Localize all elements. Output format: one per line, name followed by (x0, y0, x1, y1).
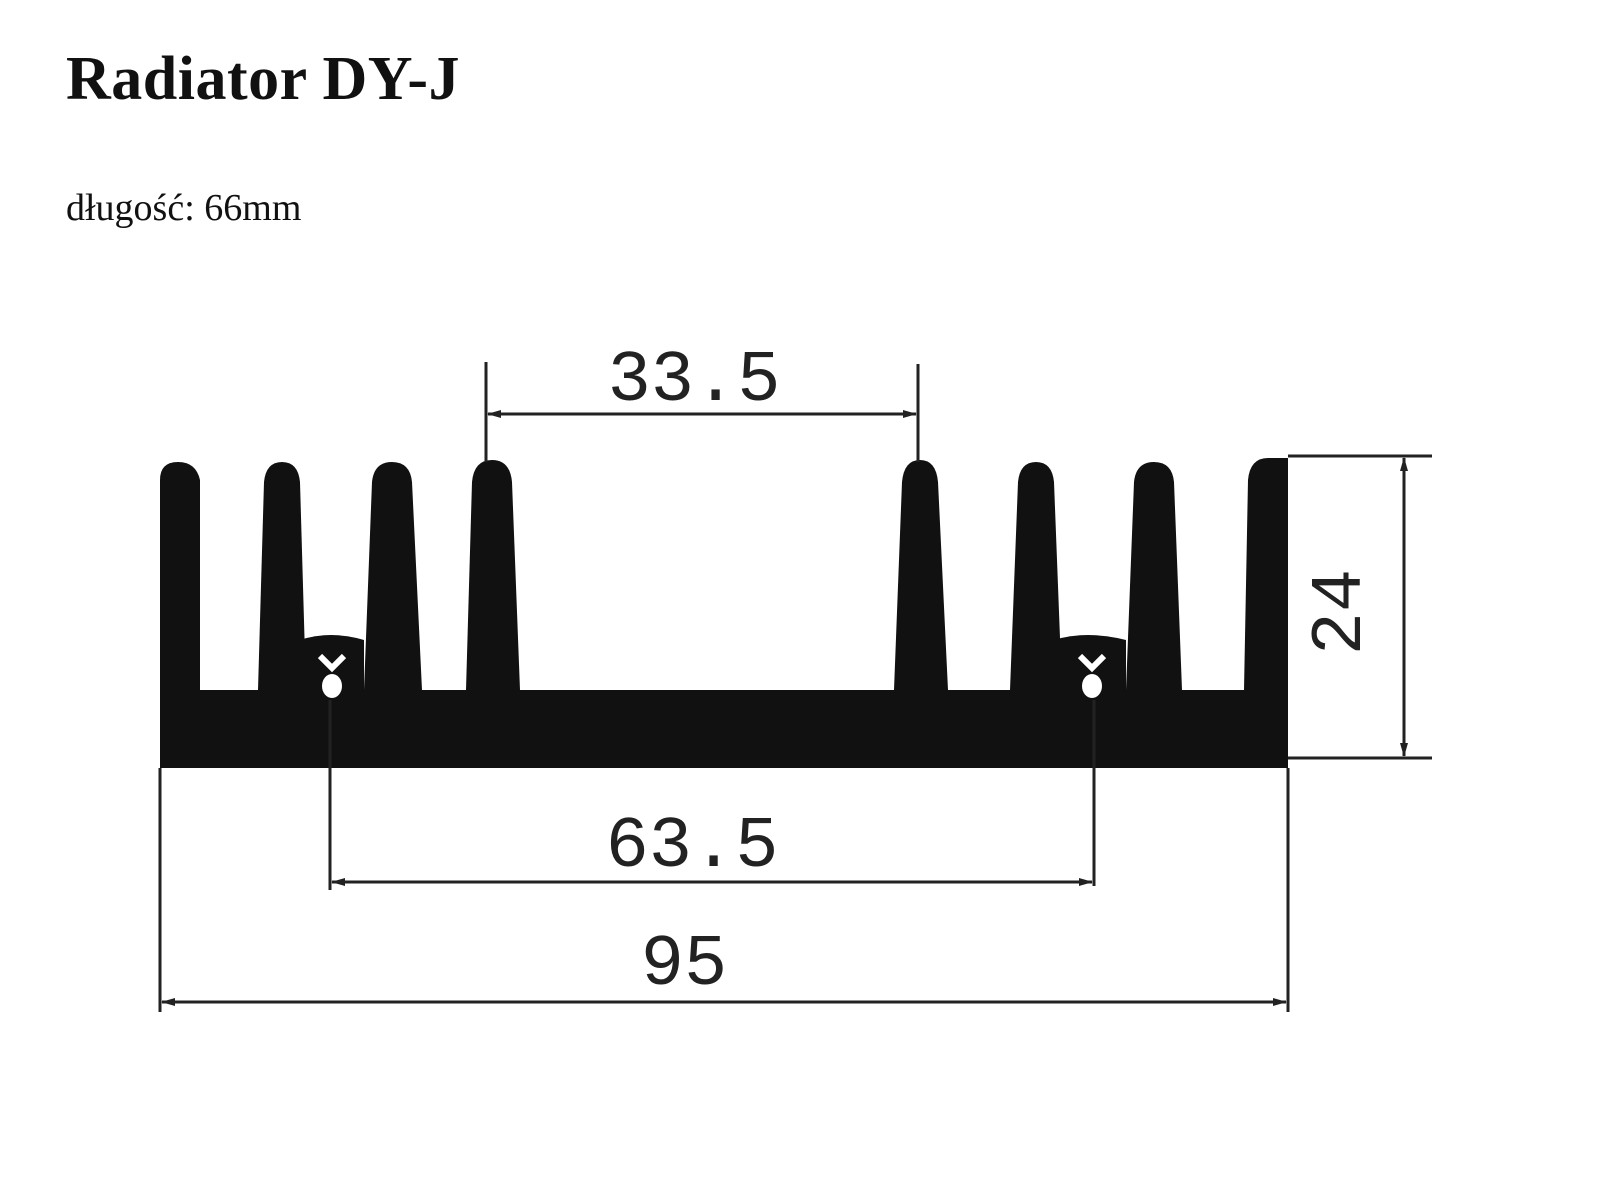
dimension-total-width (158, 768, 1290, 1012)
heatsink-profile (160, 458, 1288, 768)
mount-hole-left (317, 653, 347, 698)
length-label: długość: 66mm (66, 187, 302, 229)
dimension-height-label: 24 (1300, 569, 1382, 655)
dimension-hole-spacing-label: 63.5 (606, 806, 779, 888)
dimension-top-gap (484, 362, 920, 462)
dimension-total-width-label: 95 (641, 924, 727, 1006)
dimension-hole-spacing (328, 700, 1096, 890)
dimension-height (1288, 454, 1432, 760)
dimension-top-gap-label: 33.5 (608, 340, 781, 422)
page-title: Radiator DY-J (66, 45, 461, 113)
mount-hole-right (1077, 653, 1107, 698)
